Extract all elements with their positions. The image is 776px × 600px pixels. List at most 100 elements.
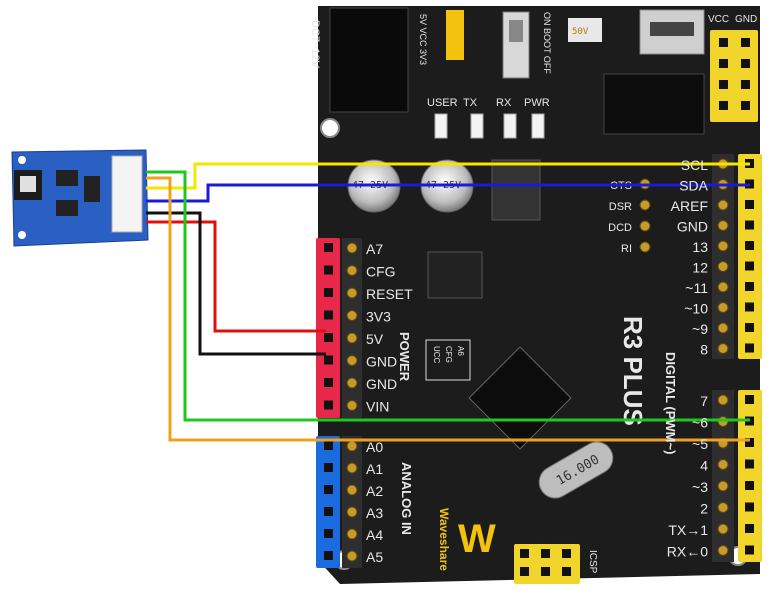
header-socket[interactable] xyxy=(745,282,754,291)
header-socket[interactable] xyxy=(324,378,333,387)
power-select-label: 5V VCC 3V3 xyxy=(418,14,428,65)
header-pad xyxy=(717,480,729,492)
header-socket[interactable] xyxy=(745,459,754,469)
brand-logo-icon: W xyxy=(458,517,496,561)
pin-label-scl: SCL xyxy=(681,157,708,173)
header-socket[interactable] xyxy=(745,524,754,533)
pin-label-reset: RESET xyxy=(366,286,413,302)
header-pad xyxy=(717,240,729,252)
header-socket[interactable] xyxy=(745,438,754,447)
header-socket[interactable] xyxy=(324,551,333,560)
pin-label-12: 12 xyxy=(692,260,708,276)
header-pad xyxy=(346,287,358,299)
header-socket[interactable] xyxy=(719,38,728,47)
boot-switch-knob xyxy=(509,20,523,42)
header-socket[interactable] xyxy=(719,80,728,89)
header-socket[interactable] xyxy=(324,400,333,410)
header-socket[interactable] xyxy=(324,441,333,450)
header-socket[interactable] xyxy=(324,507,333,516)
power-title: POWER xyxy=(397,332,412,382)
pin-label-cfg: CFG xyxy=(366,264,396,280)
header-socket[interactable] xyxy=(745,481,754,490)
vcc-wire xyxy=(146,220,326,333)
pin-label-7: 7 xyxy=(700,393,708,409)
header-socket[interactable] xyxy=(741,80,750,89)
header-pad xyxy=(717,459,729,470)
pin-headers xyxy=(316,154,762,568)
power-jumper[interactable] xyxy=(446,10,464,60)
pin-label-a0: A0 xyxy=(366,439,383,455)
pin-label-rx0: RX←0 xyxy=(667,544,708,560)
header-socket[interactable] xyxy=(324,310,333,320)
header-socket[interactable] xyxy=(520,567,529,576)
cfg-label: A6 xyxy=(456,346,465,356)
pin-label-8: 8 xyxy=(700,342,708,358)
pin-label-a5: A5 xyxy=(366,549,383,565)
header-socket[interactable] xyxy=(541,549,550,558)
header-socket[interactable] xyxy=(745,545,754,555)
header-socket[interactable] xyxy=(719,101,728,110)
icsp-header xyxy=(514,544,580,584)
header-socket[interactable] xyxy=(745,395,754,404)
header-socket[interactable] xyxy=(324,288,333,297)
icsp-label: ICSP xyxy=(587,550,598,574)
config-jumper-box xyxy=(425,339,471,381)
ctrl-pin-pad xyxy=(639,241,651,253)
digital-header-top xyxy=(738,154,762,359)
pin-label-2: 2 xyxy=(700,501,708,517)
header-socket[interactable] xyxy=(324,243,333,252)
header-socket[interactable] xyxy=(520,549,529,558)
header-socket[interactable] xyxy=(562,549,571,558)
header-pad xyxy=(346,377,358,389)
pin-label-3: ~3 xyxy=(692,479,708,495)
header-socket[interactable] xyxy=(324,333,333,342)
header-pad xyxy=(346,484,358,496)
header-socket[interactable] xyxy=(324,355,333,365)
regulator-small xyxy=(427,251,483,299)
header-socket[interactable] xyxy=(745,261,754,271)
sensor-connector xyxy=(111,155,143,233)
header-socket[interactable] xyxy=(324,265,333,275)
header-socket[interactable] xyxy=(741,59,750,68)
power-header-base xyxy=(342,238,362,418)
sensor-ic xyxy=(56,200,78,216)
header-pad xyxy=(346,440,358,452)
microcontroller xyxy=(468,346,572,450)
gnd-wire xyxy=(146,211,326,356)
header-socket[interactable] xyxy=(745,302,754,312)
pin-label-13: 13 xyxy=(692,239,708,255)
header-socket[interactable] xyxy=(324,529,333,538)
header-socket[interactable] xyxy=(745,200,754,209)
header-socket[interactable] xyxy=(745,220,754,230)
pin-label-a4: A4 xyxy=(366,527,383,543)
header-socket[interactable] xyxy=(719,59,728,68)
header-pad xyxy=(346,506,358,518)
brand-label: Waveshare xyxy=(437,508,451,571)
header-socket[interactable] xyxy=(541,567,550,576)
header-socket[interactable] xyxy=(745,502,754,512)
header-socket[interactable] xyxy=(745,241,754,250)
usb-serial-chip xyxy=(603,73,705,135)
header-pad xyxy=(717,545,729,556)
d6-wire xyxy=(146,170,750,422)
header-socket[interactable] xyxy=(324,485,333,494)
header-pad xyxy=(346,550,358,562)
header-socket[interactable] xyxy=(745,343,754,353)
header-socket[interactable] xyxy=(741,101,750,110)
pin-label-3v3: 3V3 xyxy=(366,309,391,325)
header-socket[interactable] xyxy=(741,38,750,47)
header-socket[interactable] xyxy=(562,567,571,576)
header-socket[interactable] xyxy=(745,323,754,332)
header-socket[interactable] xyxy=(324,463,333,472)
pin-label-tx1: TX→1 xyxy=(668,522,708,538)
usb-fuse-label: 50V xyxy=(572,27,589,37)
digital-header-top-base xyxy=(712,154,734,359)
pin-label-11: ~11 xyxy=(685,280,708,296)
header-pad xyxy=(717,343,729,354)
header-pad xyxy=(717,523,729,535)
analog-header xyxy=(316,436,340,568)
top-yellow-header xyxy=(710,30,758,122)
mount-hole xyxy=(320,118,340,138)
